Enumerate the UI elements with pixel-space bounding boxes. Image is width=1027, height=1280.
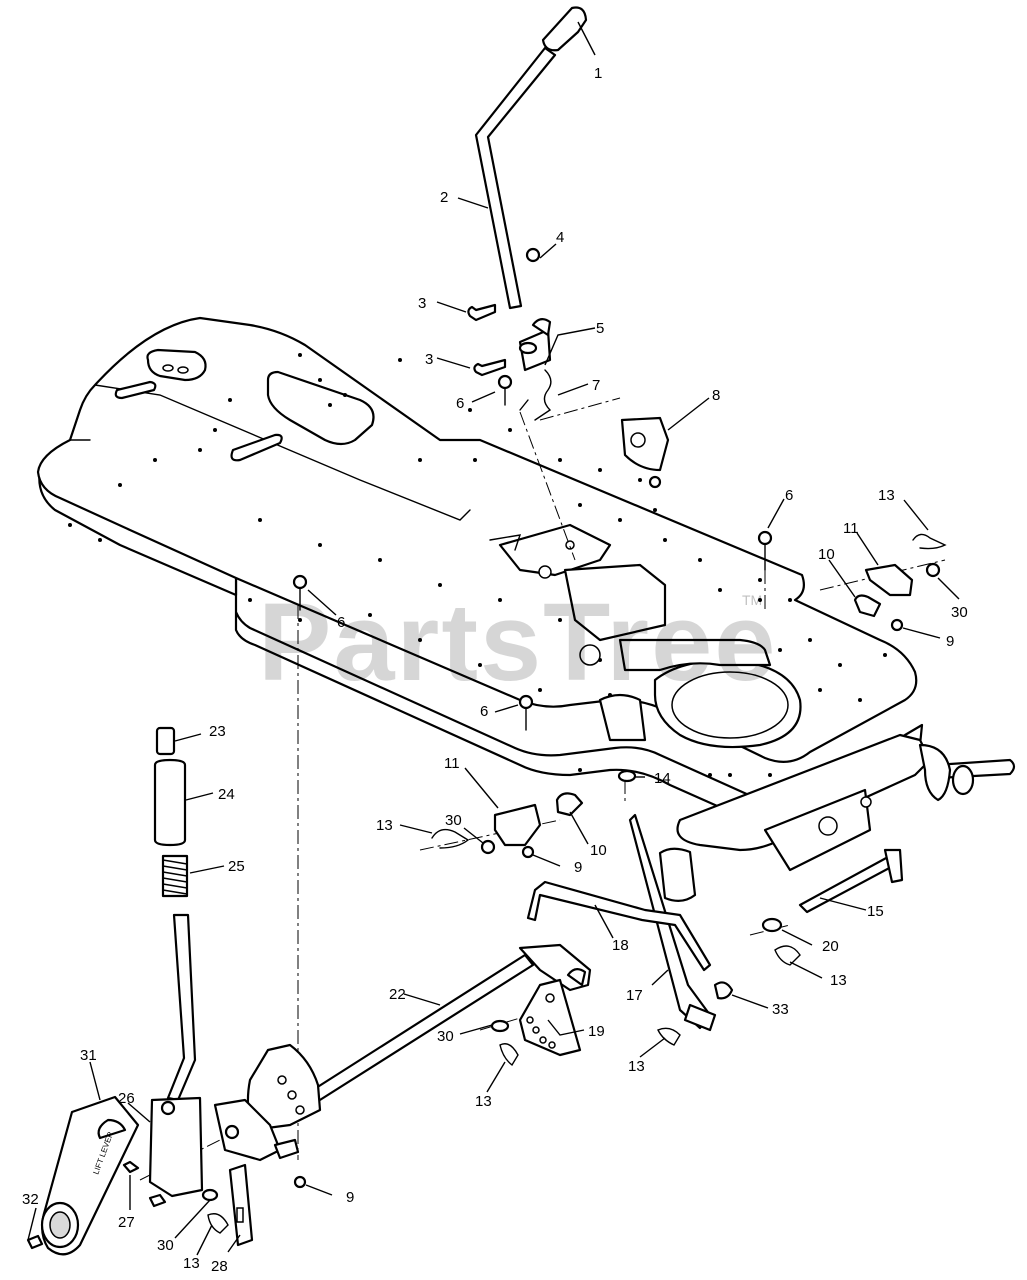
watermark: PartsTree TM [258,581,777,704]
callout-23: 23 [209,723,226,740]
carriage-bolt-upper [467,303,497,322]
callout-6: 6 [337,614,345,631]
callout-30: 30 [437,1028,454,1045]
callout-6: 6 [480,703,488,720]
callout-20: 20 [822,938,839,955]
callout-11: 11 [444,755,460,772]
lever-bracket-26 [148,1096,204,1198]
callout-13: 13 [376,817,393,834]
lever-rod [166,913,197,1102]
callout-9: 9 [946,633,954,650]
deck-holes [68,353,887,777]
callout-13: 13 [878,487,895,504]
plate-19 [518,978,582,1057]
callout-14: 14 [654,770,671,787]
callout-6: 6 [785,487,793,504]
washer-20 [761,917,783,933]
left-bracket-group [292,574,584,859]
lift-handle-assembly [467,6,588,421]
callout-31: 31 [80,1047,97,1064]
callout-13: 13 [830,972,847,989]
carriage-bolt-lower [473,358,507,377]
watermark-trademark: TM [742,592,762,608]
right-bracket-group [757,530,947,632]
spring-25 [161,854,189,898]
callout-19: 19 [588,1023,605,1040]
watermark-text: PartsTree [258,581,777,704]
lock-nut [525,247,541,263]
callout-17: 17 [626,987,643,1004]
callout-30: 30 [951,604,968,621]
screw-head [497,374,513,390]
torsion-spring [534,369,552,421]
callout-25: 25 [228,858,245,875]
callout-26: 26 [118,1090,135,1107]
rod-18 [526,880,712,972]
callout-8: 8 [712,387,720,404]
callout-5: 5 [596,320,604,337]
callout-13: 13 [183,1255,200,1272]
callout-3: 3 [425,351,433,368]
lift-shaft [201,943,681,1247]
callout-33: 33 [772,1001,789,1018]
callout-27: 27 [118,1214,135,1231]
linkage-rods [526,769,904,1032]
callout-9: 9 [346,1189,354,1206]
callout-30: 30 [157,1237,174,1254]
callout-7: 7 [592,377,600,394]
callout-18: 18 [612,937,629,954]
callout-13: 13 [628,1058,645,1075]
callout-32: 32 [22,1191,39,1208]
callout-11: 11 [843,520,859,537]
callout-numbers: 1 2 3 3 4 5 6 6 6 6 7 8 9 9 9 10 10 11 1… [22,65,968,1275]
callout-1: 1 [594,65,602,82]
callout-10: 10 [590,842,607,859]
callout-22: 22 [389,986,406,1003]
callout-15: 15 [867,903,884,920]
callout-6: 6 [456,395,464,412]
washer-14 [617,769,637,783]
callout-24: 24 [218,786,235,803]
callout-9: 9 [574,859,582,876]
sleeve-24 [153,758,187,847]
callout-28: 28 [211,1258,228,1275]
callout-13: 13 [475,1093,492,1110]
knob-23 [155,726,176,756]
callout-30: 30 [445,812,462,829]
callout-10: 10 [818,546,835,563]
callout-leaders [27,21,960,1256]
chassis-frame [36,316,1016,872]
handle-grip [541,6,588,52]
callout-4: 4 [556,229,564,246]
callout-3: 3 [418,295,426,312]
callout-2: 2 [440,189,448,206]
bracket-8 [620,416,670,489]
lift-lever: LIFT LEVER [26,726,204,1256]
handle-rod [474,46,557,310]
